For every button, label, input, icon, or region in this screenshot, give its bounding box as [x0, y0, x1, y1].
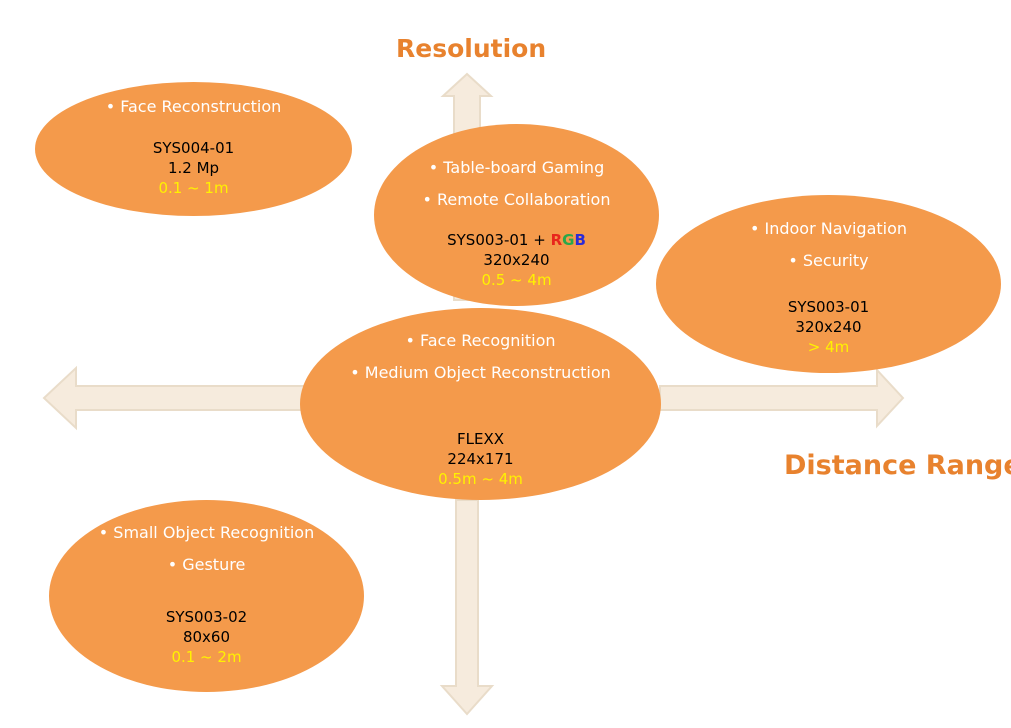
distance-range-value: 0.1 ~ 2m — [171, 648, 242, 666]
app-item: • Table-board Gaming — [428, 158, 605, 177]
arrow-down — [439, 499, 495, 716]
spec-block: SYS003-02 80x60 — [166, 607, 247, 647]
apps-list: • Small Object Recognition • Gesture — [99, 517, 314, 581]
arrow-left — [42, 365, 306, 431]
app-item: • Small Object Recognition — [98, 523, 315, 542]
apps-list: • Face Recognition • Medium Object Recon… — [350, 325, 611, 389]
model-prefix: SYS003-01 + — [447, 231, 551, 249]
model-name: SYS003-01 — [787, 298, 870, 316]
distance-range-value: 0.5 ~ 4m — [481, 271, 552, 289]
app-item: • Security — [788, 251, 869, 270]
distance-range-value: > 4m — [807, 338, 850, 356]
rgb-letter-g: G — [562, 231, 575, 249]
arrow-right — [659, 367, 905, 429]
axis-label-distance-range: Distance Range — [784, 450, 1011, 481]
rgb-letter-b: B — [574, 231, 586, 249]
spec-block: SYS003-01 + RGB 320x240 — [447, 230, 586, 270]
app-item: • Face Reconstruction — [105, 97, 282, 116]
distance-range-value: 0.5m ~ 4m — [438, 470, 523, 488]
rgb-letter-r: R — [550, 231, 563, 249]
bubble-table-board-gaming: • Table-board Gaming • Remote Collaborat… — [374, 124, 659, 306]
bubble-flexx: • Face Recognition • Medium Object Recon… — [300, 308, 661, 500]
apps-list: • Table-board Gaming • Remote Collaborat… — [423, 152, 611, 216]
app-item: • Remote Collaboration — [422, 190, 611, 209]
resolution-value: 1.2 Mp — [167, 159, 220, 177]
model-name: SYS003-02 — [165, 608, 248, 626]
apps-list: • Face Reconstruction — [106, 97, 282, 116]
apps-list: • Indoor Navigation • Security — [750, 213, 907, 277]
spec-block: SYS003-01 320x240 — [788, 297, 869, 337]
distance-range-value: 0.1 ~ 1m — [158, 179, 229, 197]
spec-block: FLEXX 224x171 — [447, 429, 513, 469]
app-item: • Face Recognition — [405, 331, 556, 350]
app-item: • Gesture — [167, 555, 246, 574]
model-name: SYS003-01 + RGB — [447, 230, 586, 250]
resolution-value: 80x60 — [182, 628, 231, 646]
bubble-face-reconstruction: • Face Reconstruction SYS004-01 1.2 Mp 0… — [35, 82, 352, 216]
axis-label-resolution: Resolution — [396, 34, 547, 63]
bubble-indoor-navigation: • Indoor Navigation • Security SYS003-01… — [656, 195, 1001, 373]
app-item: • Medium Object Reconstruction — [350, 363, 611, 382]
bubble-small-object-recognition: • Small Object Recognition • Gesture SYS… — [49, 500, 364, 692]
resolution-value: 320x240 — [795, 318, 862, 336]
resolution-value: 224x171 — [447, 450, 514, 468]
model-name: SYS004-01 — [152, 139, 235, 157]
app-item: • Indoor Navigation — [749, 219, 908, 238]
resolution-value: 320x240 — [483, 251, 550, 269]
model-name: FLEXX — [456, 430, 504, 448]
spec-block: SYS004-01 1.2 Mp — [153, 138, 234, 178]
